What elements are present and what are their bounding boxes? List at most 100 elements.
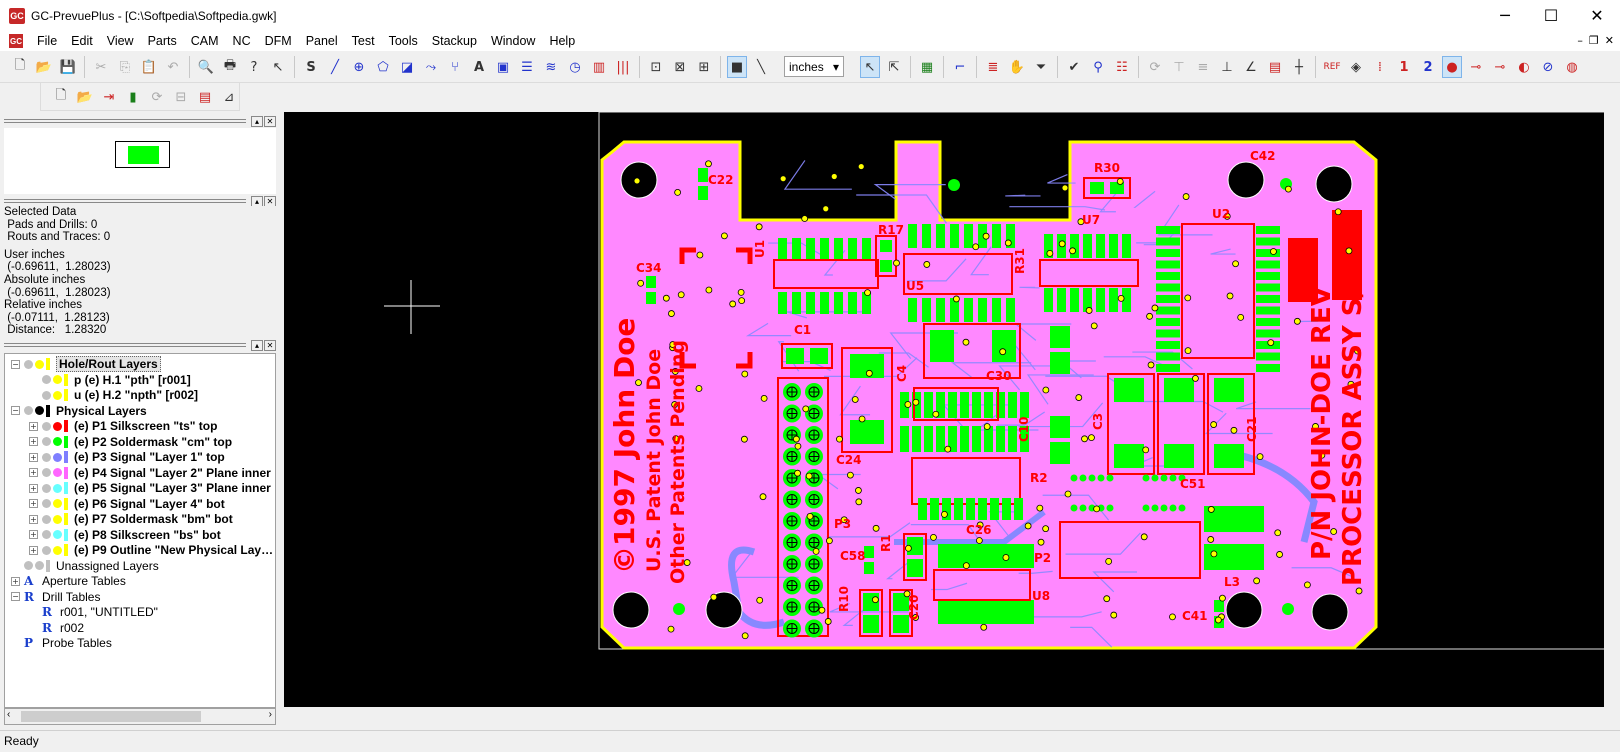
panel-close-button[interactable]: ✕ [264, 195, 276, 207]
filter-icon[interactable]: ⏷ [1035, 59, 1047, 75]
probe-icon[interactable]: ● [1442, 56, 1462, 78]
visibility-icon[interactable] [42, 468, 51, 477]
visibility-icon[interactable] [42, 499, 51, 508]
expand-icon[interactable]: + [29, 530, 38, 539]
visibility-icon[interactable] [24, 406, 33, 415]
tree-horizontal-scrollbar[interactable]: ‹ › [4, 708, 276, 725]
probe-alt-icon[interactable]: ⊘ [1542, 59, 1554, 75]
probe-left-icon[interactable]: ⊸ [1470, 59, 1482, 75]
compare-icon[interactable]: ⊟ [175, 89, 187, 105]
document-logo-icon[interactable]: GC [9, 34, 23, 48]
print-icon[interactable]: 🖶 [223, 58, 237, 73]
menu-edit[interactable]: Edit [71, 34, 93, 48]
refresh-icon[interactable]: ⟳ [151, 89, 163, 105]
tree-item[interactable]: +(e) P2 Soldermask "cm" top [29, 434, 232, 450]
visibility-icon[interactable] [42, 390, 51, 400]
panel-close-button[interactable]: ✕ [264, 339, 276, 351]
menu-dfm[interactable]: DFM [264, 34, 292, 48]
visibility-icon[interactable] [42, 421, 51, 431]
color-table-icon[interactable]: ▤ [1268, 59, 1282, 75]
expand-icon[interactable]: + [29, 421, 38, 431]
rectangle-icon[interactable]: ▣ [496, 59, 510, 75]
add-pad-icon[interactable]: ⊕ [353, 59, 365, 75]
tree-item[interactable]: u (e) H.2 "npth" [r002] [29, 387, 198, 403]
axis-icon[interactable]: ┼ [1295, 59, 1303, 75]
close-button[interactable]: ✕ [1590, 6, 1604, 25]
import-icon[interactable]: ⇥ [103, 89, 115, 105]
sort-1-icon[interactable]: 1 [1399, 59, 1409, 75]
visibility-icon[interactable] [24, 561, 33, 570]
align-icon[interactable]: ≡ [1197, 59, 1209, 75]
maximize-button[interactable]: ☐ [1543, 6, 1559, 25]
expand-icon[interactable]: + [29, 499, 38, 508]
export-icon[interactable]: ▮ [129, 89, 137, 105]
print-preview-icon[interactable]: 🔍 [197, 59, 215, 75]
layer-color-icon[interactable] [53, 514, 62, 524]
text-icon[interactable]: A [473, 59, 485, 75]
align-top-icon[interactable]: ⊤ [1173, 59, 1185, 75]
netlist-icon[interactable]: ⚲ [1093, 59, 1103, 75]
expand-icon[interactable]: + [29, 468, 38, 477]
drill-icon[interactable]: ⁞ [1377, 59, 1383, 75]
visibility-icon[interactable] [42, 437, 51, 446]
layer-color-icon[interactable] [53, 437, 62, 446]
new-file-icon[interactable]: 🗋 [14, 58, 26, 73]
new-layer-icon[interactable]: 🗋 [55, 88, 67, 103]
layer-color-icon[interactable] [53, 421, 62, 431]
grid-icon[interactable]: ▦ [920, 59, 934, 75]
menu-cam[interactable]: CAM [190, 34, 219, 48]
expand-icon[interactable]: + [29, 437, 38, 446]
measure-angle-icon[interactable]: ∠ [1245, 59, 1257, 75]
tree-item[interactable]: +(e) P8 Silkscreen "bs" bot [29, 527, 221, 543]
layer-color-icon[interactable] [53, 375, 62, 384]
snap-line-icon[interactable]: ╲ [757, 59, 765, 75]
layer-color-icon[interactable] [35, 359, 44, 369]
zoom-all-icon[interactable]: ⊞ [698, 59, 710, 75]
visibility-icon[interactable] [42, 452, 51, 462]
menu-test[interactable]: Test [351, 34, 375, 48]
corner-icon[interactable]: ⌐ [954, 59, 966, 75]
layer-color-icon[interactable] [35, 406, 44, 415]
scroll-thumb[interactable] [21, 711, 201, 722]
menu-help[interactable]: Help [549, 34, 576, 48]
tree-item[interactable]: +(e) P1 Silkscreen "ts" top [29, 418, 217, 434]
copy-icon[interactable]: ⎘ [119, 59, 131, 75]
reference-icon[interactable]: REF [1323, 62, 1341, 72]
stack-layers-icon[interactable]: ☷ [1116, 59, 1128, 75]
scroll-left-icon[interactable]: ‹ [7, 709, 11, 720]
bars-icon[interactable]: ||| [616, 59, 630, 75]
layer-color-icon[interactable] [53, 483, 62, 493]
zoom-window-icon[interactable]: ⊡ [650, 59, 662, 75]
check-icon[interactable]: ✔ [1068, 59, 1080, 75]
tree-item[interactable]: Unassigned Layers [11, 558, 159, 574]
graph-icon[interactable]: ⊿ [223, 89, 235, 105]
probe-end-icon[interactable]: ◍ [1566, 59, 1578, 75]
units-select[interactable]: inches ▾ [784, 56, 844, 77]
branch-icon[interactable]: ⑂ [451, 59, 459, 75]
ruler-icon[interactable]: ▥ [592, 59, 606, 75]
scroll-right-icon[interactable]: › [268, 709, 272, 720]
tree-item[interactable]: p (e) H.1 "pth" [r001] [29, 372, 191, 388]
panel-grip[interactable] [4, 119, 246, 123]
layer-color-icon[interactable] [53, 530, 62, 539]
context-help-icon[interactable]: ↖ [272, 59, 284, 75]
mdi-restore-button[interactable]: ❐ [1588, 34, 1599, 47]
expand-icon[interactable]: + [29, 545, 38, 555]
panel-pin-button[interactable]: ▴ [251, 339, 263, 351]
visibility-icon[interactable] [42, 530, 51, 539]
visibility-icon[interactable] [42, 514, 51, 524]
menu-stackup[interactable]: Stackup [431, 34, 477, 48]
expand-icon[interactable]: + [29, 514, 38, 524]
menu-file[interactable]: File [37, 34, 58, 48]
layers-icon[interactable]: ☰ [521, 59, 533, 75]
mdi-minimize-button[interactable]: – [1577, 34, 1583, 47]
hand-icon[interactable]: ✋ [1008, 59, 1026, 75]
snap-point-icon[interactable]: ■ [727, 56, 747, 78]
tree-item[interactable]: −Hole/Rout Layers [11, 356, 161, 372]
save-icon[interactable]: 💾 [59, 59, 77, 75]
shape-icon[interactable]: ◪ [400, 59, 414, 75]
